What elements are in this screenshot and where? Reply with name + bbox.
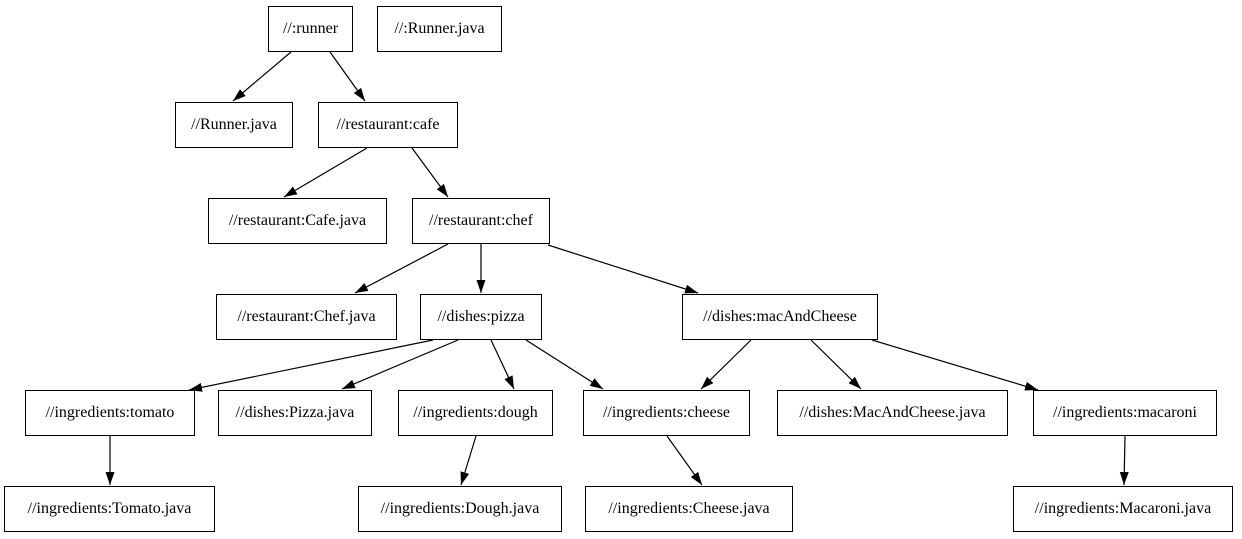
node-cafe-java: //restaurant:Cafe.java <box>208 198 387 244</box>
node-dough-java: //ingredients:Dough.java <box>358 486 562 532</box>
node-macaroni-java: //ingredients:Macaroni.java <box>1013 486 1233 532</box>
node-tomato: //ingredients:tomato <box>25 390 195 436</box>
node-cheese-java: //ingredients:Cheese.java <box>585 486 793 532</box>
node-runner-java-target: //:Runner.java <box>377 6 502 52</box>
node-pizza: //dishes:pizza <box>420 294 542 340</box>
node-chef-java: //restaurant:Chef.java <box>216 294 397 340</box>
node-chef: //restaurant:chef <box>412 198 550 244</box>
node-tomato-java: //ingredients:Tomato.java <box>4 486 215 532</box>
node-cheese: //ingredients:cheese <box>583 390 750 436</box>
node-pizza-java: //dishes:Pizza.java <box>218 390 372 436</box>
node-runner-java: //Runner.java <box>175 102 293 148</box>
node-cafe: //restaurant:cafe <box>318 102 458 148</box>
node-macaroni: //ingredients:macaroni <box>1033 390 1217 436</box>
node-dough: //ingredients:dough <box>398 390 553 436</box>
node-runner: //:runner <box>268 6 353 52</box>
node-mac-and-cheese: //dishes:macAndCheese <box>682 294 878 340</box>
node-mac-and-cheese-java: //dishes:MacAndCheese.java <box>777 390 1008 436</box>
